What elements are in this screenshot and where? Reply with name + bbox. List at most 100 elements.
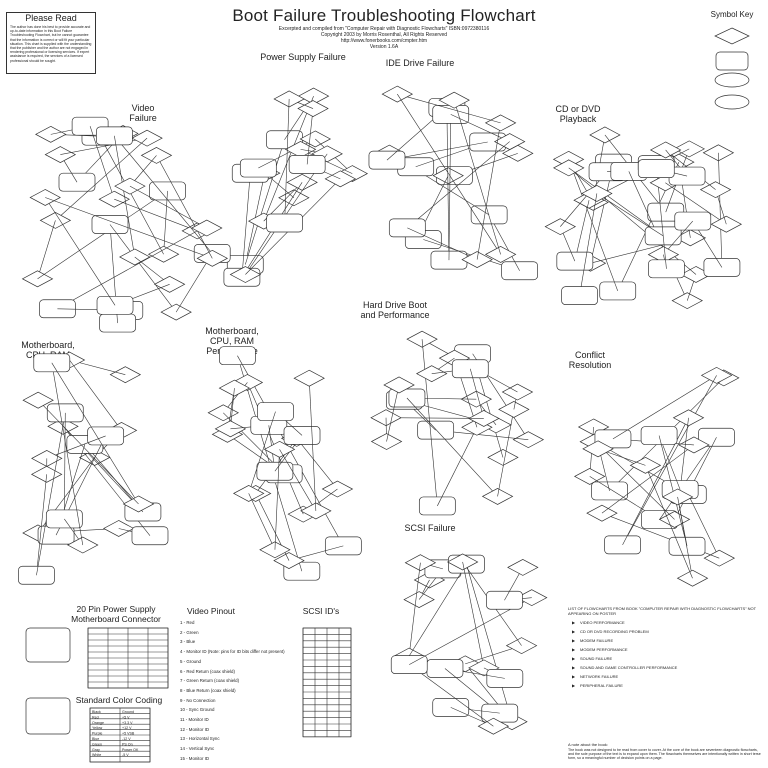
connector-line	[409, 664, 494, 727]
connector-line	[89, 126, 115, 200]
connector-line	[476, 122, 501, 260]
power-connector-table	[87, 627, 169, 689]
scsi-ids-title: SCSI ID's	[302, 606, 340, 616]
color-value: -12 V	[122, 737, 131, 741]
connector-line	[114, 135, 213, 254]
connector-line	[568, 167, 664, 237]
on-power-symbol	[714, 72, 750, 88]
connector-line	[469, 368, 485, 419]
please-read-text: The author has done his best to provide …	[10, 25, 92, 63]
video-pin-item: 14 - Vertical Sync	[180, 746, 215, 752]
connector-line	[453, 100, 501, 255]
color-value: +5 VSB	[122, 732, 135, 736]
action-box	[25, 697, 71, 735]
video-pin-item: 5 - Ground	[180, 658, 201, 664]
connector-line	[129, 185, 207, 229]
connector-line	[296, 438, 338, 490]
url-line: http://www.fonerbooks.com/cmpter.htm	[340, 38, 428, 44]
page-title: Boot Failure Troubleshooting Flowchart	[232, 6, 536, 25]
section-cd-dvd: CD or DVD Playback	[555, 104, 601, 124]
color-name: Blue	[92, 737, 99, 741]
scsi-ids-table	[302, 627, 352, 738]
connector-line	[284, 98, 290, 224]
action-box	[715, 51, 749, 71]
connector-line	[450, 114, 510, 142]
video-pin-item: 12 - Monitor ID	[180, 726, 210, 732]
connector-line	[421, 339, 438, 506]
connector-line	[241, 173, 251, 278]
connector-line	[568, 159, 619, 292]
action-box	[99, 313, 136, 333]
section-ide-drive: IDE Drive Failure	[385, 58, 455, 68]
decision-diamond	[582, 440, 614, 458]
connector-line	[274, 449, 280, 550]
color-value: PS On	[122, 742, 133, 746]
connector-line	[677, 496, 693, 579]
connector-line	[718, 152, 723, 268]
power-connector-title: 20 Pin Power Supply Motherboard Connecto…	[71, 604, 161, 624]
action-box	[266, 213, 303, 233]
connector-line	[407, 141, 510, 229]
color-value: +3.3 V	[122, 721, 133, 725]
connector-line	[386, 417, 484, 419]
connector-line	[386, 384, 400, 442]
flowchart-list: LIST OF FLOWCHARTS FROM BOOK "COMPUTER R…	[568, 606, 764, 688]
color-name: Yellow	[92, 726, 103, 730]
connector-line	[658, 435, 688, 547]
decision-diamond	[147, 245, 180, 263]
connector-line	[446, 107, 450, 261]
connector-line	[37, 220, 56, 279]
connector-line	[244, 139, 285, 265]
subtitle-line: Excerpted and compiled from "Computer Re…	[278, 26, 490, 32]
connector-line	[437, 427, 478, 507]
section-scsi: SCSI Failure	[404, 523, 456, 533]
video-pin-item: 1 - Red	[180, 620, 195, 625]
flowchart-list-item: SOUND AND GAME CONTROLLER PERFORMANCE	[572, 665, 764, 670]
flowchart-list-title: LIST OF FLOWCHARTS FROM BOOK "COMPUTER R…	[568, 606, 757, 616]
connector-line	[679, 417, 689, 490]
connector-line	[622, 417, 689, 546]
connector-line	[248, 493, 276, 550]
video-pin-item: 9 - No Connection	[180, 697, 216, 703]
color-name: Green	[92, 742, 102, 746]
color-name: Black	[92, 710, 101, 714]
connector-line	[574, 200, 590, 262]
color-name: Gray	[92, 748, 100, 752]
decision-diamond	[22, 391, 54, 409]
connector-line	[601, 444, 695, 514]
flowchart-list-item: NETWORK FAILURE	[572, 674, 764, 679]
video-pin-item: 2 - Green	[180, 629, 199, 635]
connector-line	[448, 114, 452, 261]
section-conflict: Conflict Resolution	[568, 350, 612, 370]
symbol-key-title: Symbol Key	[710, 10, 754, 19]
version-line: Version 1.6A	[369, 44, 399, 50]
connector-line	[156, 155, 213, 259]
connector-line	[674, 437, 717, 520]
decision-diamond	[383, 376, 415, 394]
please-read-box: Please Read The author has done his best…	[6, 12, 96, 74]
decision-diamond	[293, 369, 325, 387]
color-value: +12 V	[122, 726, 132, 730]
decision-diamond	[438, 91, 470, 109]
section-power-supply: Power Supply Failure	[260, 52, 346, 62]
connector-line	[109, 224, 177, 313]
connector-line	[248, 411, 276, 494]
connector-line	[406, 397, 498, 497]
color-name: Orange	[92, 721, 104, 725]
connector-line	[36, 412, 66, 576]
action-box	[637, 159, 675, 179]
connector-line	[622, 375, 717, 546]
video-pin-item: 6 - Red Return (coax shield)	[180, 668, 235, 674]
flowchart-list-item: CD OR DVD RECORDING PROBLEM	[572, 629, 764, 634]
video-pin-item: 8 - Blue Return (coax shield)	[180, 687, 236, 693]
connector-line	[308, 378, 317, 511]
connector-line	[263, 95, 314, 222]
decision-diamond	[300, 502, 332, 520]
decision-diamond	[507, 559, 539, 576]
action-box	[96, 126, 133, 146]
connector-line	[397, 93, 501, 255]
video-pin-item: 13 - Horizontal Sync	[180, 736, 220, 742]
decision-diamond	[714, 27, 750, 45]
connector-line	[44, 197, 116, 306]
